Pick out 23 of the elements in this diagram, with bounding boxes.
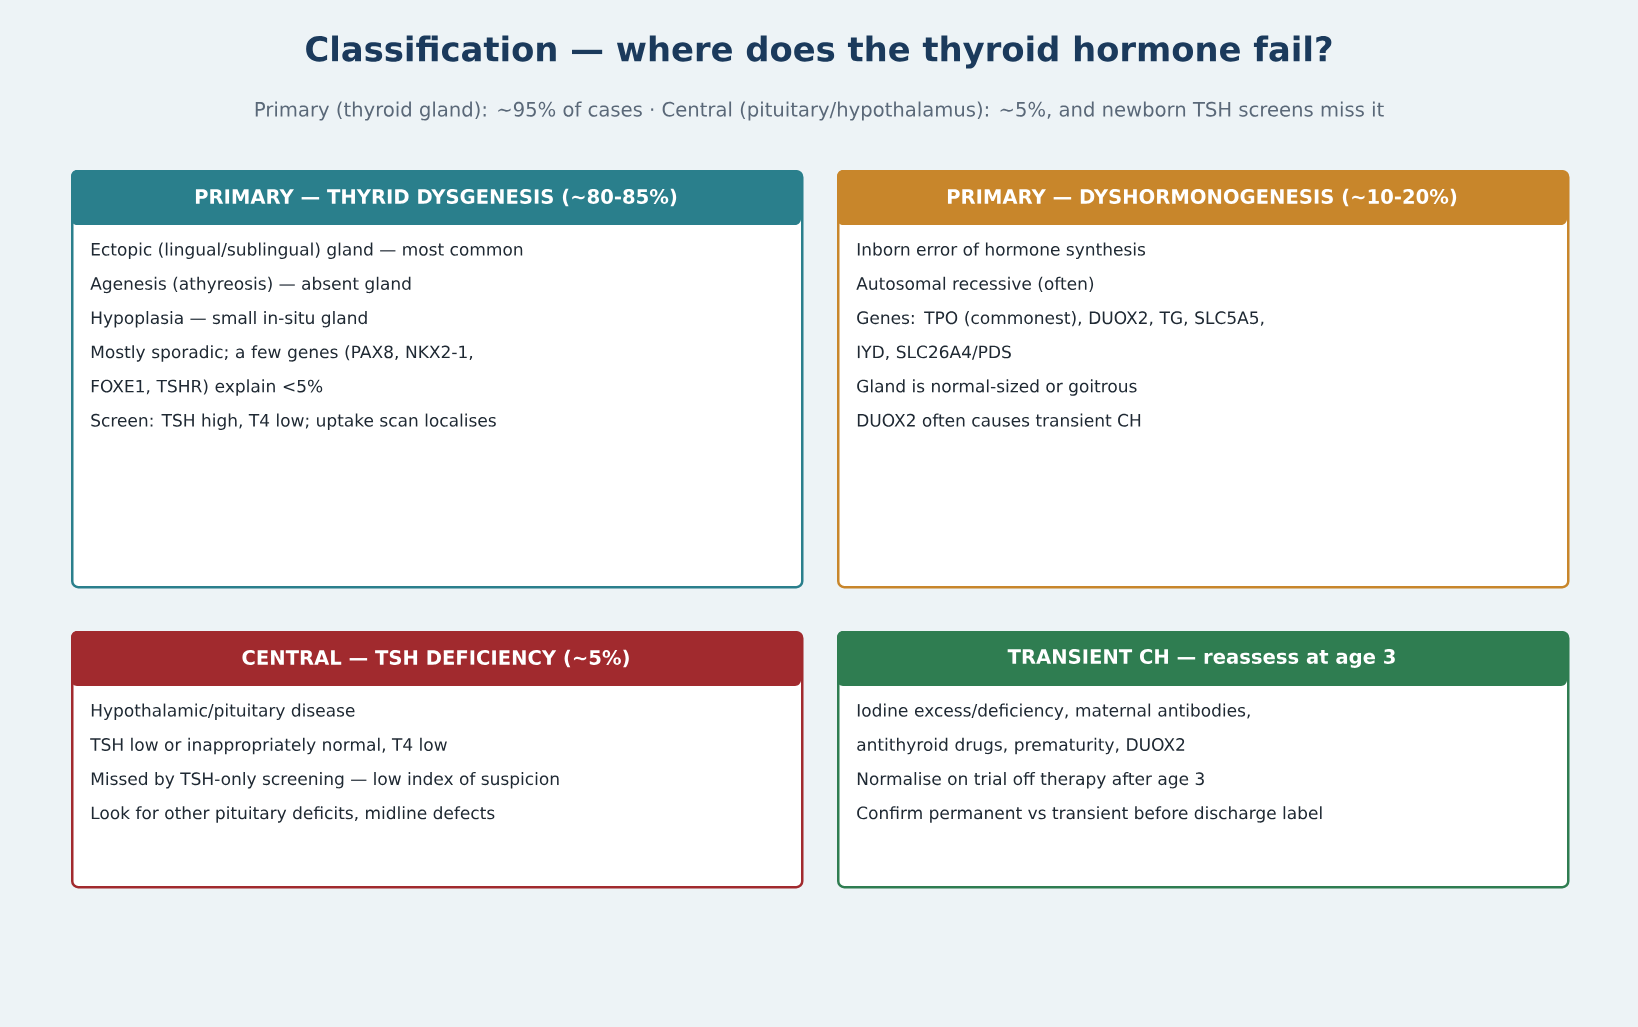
card-text: Agenesis (athyreosis) — absent gland	[90, 276, 411, 294]
card-text: Mostly sporadic; a few genes (PAX8, NKX2-1, FOXE1, TSHR) explain <5%	[91, 345, 473, 396]
card-header: PRIMARY — DYSHORMONOGENESIS (~10-20%)	[837, 170, 1567, 225]
card-text: DUOX2 often causes transient CH	[857, 413, 1141, 427]
subtitle: Primary (thyroid gland): ~95% of cases · Central (pituitary/hypothalamus): ~5%, and newborn TSH screens miss it	[255, 101, 1384, 121]
card-text: Gland is normal-sized or goitrous	[857, 379, 1137, 396]
card-text: Ectopic (lingual/sublingual) gland — most common	[91, 242, 523, 260]
card-text: Look for other pituitary deficits, midline defects	[91, 806, 495, 823]
card-header: TRANSIENT CH — reassess at age 3	[837, 631, 1567, 686]
card-text: Confirm permanent vs transient before discharge label	[857, 806, 1322, 823]
card-text: Autosomal recessive (often)	[856, 276, 1094, 292]
card-header: PRIMARY — THYRID DYSGENESIS (~80-85%)	[71, 170, 801, 225]
card-text: Missed by TSH-only screening — low index of suspicion	[91, 771, 559, 789]
card-text: TSH low or inappropriately normal, T4 low	[90, 737, 447, 755]
title: Classification — where does the thyroid hormone fail?	[306, 35, 1332, 69]
card-text: Normalise on trial off therapy after age 3	[857, 771, 1204, 789]
card-text: Screen: TSH high, T4 low; uptake scan localises	[91, 413, 496, 431]
card-text: Genes: TPO (commonest), DUOX2, TG, SLC5A5, IYD, SLC26A4/PDS	[857, 311, 1264, 361]
card-text: Hypothalamic/pituitary disease	[91, 703, 355, 721]
card-header: CENTRAL — TSH DEFICIENCY (~5%)	[71, 631, 801, 686]
card-text: Iodine excess/deficiency, maternal antibodies, antithyroid drugs, prematurity, DUOX2	[857, 703, 1250, 755]
card-text: Inborn error of hormone synthesis	[857, 242, 1146, 260]
card-text: Hypoplasia — small in-situ gland	[91, 310, 367, 328]
